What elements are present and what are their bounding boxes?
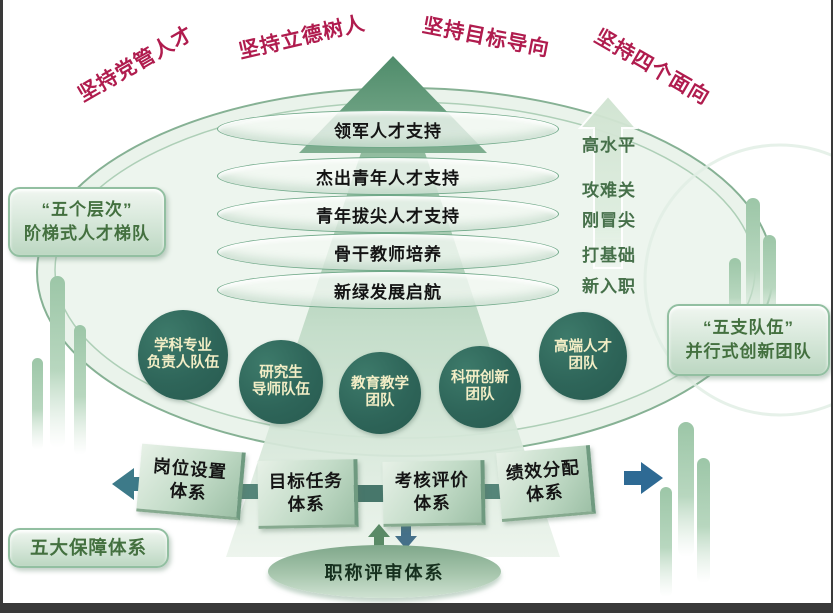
team-5-line1: 高端人才: [554, 338, 612, 355]
system-panel-1: 岗位设置 体系: [136, 443, 246, 521]
stage-word-4: 打基础: [582, 246, 636, 265]
decorative-bar: [660, 487, 672, 597]
team-2-line1: 研究生: [259, 364, 303, 381]
decorative-bar: [50, 276, 65, 448]
system-2-line2: 体系: [287, 493, 325, 514]
panel-connector: [352, 485, 390, 502]
team-3-line1: 教育教学: [351, 375, 409, 392]
team-circle-1: 学科专业 负责人队伍: [138, 310, 228, 400]
five-tiers-line1: “五个层次”: [41, 200, 133, 220]
system-panel-2: 目标任务 体系: [257, 459, 359, 529]
five-teams-line2: 并行式创新团队: [685, 342, 812, 361]
team-circle-5: 高端人才 团队: [539, 312, 627, 400]
team-5-line2: 团队: [568, 356, 598, 372]
decorative-bar: [74, 325, 86, 455]
right-arrow-icon: [624, 462, 663, 494]
title-review-ellipse: 职称评审体系: [268, 545, 501, 598]
team-1-line1: 学科专业: [154, 337, 212, 354]
system-1-line2: 体系: [168, 479, 208, 503]
frame-edge-right: [831, 0, 833, 613]
five-teams-line1: “五支队伍”: [703, 318, 794, 338]
decorative-arc: [643, 143, 833, 417]
five-guarantees-callout: 五大保障体系: [8, 528, 169, 568]
five-tiers-callout: “五个层次” 阶梯式人才梯队: [8, 187, 166, 257]
team-circle-3: 教育教学 团队: [339, 352, 421, 434]
stage-word-2: 攻难关: [582, 181, 636, 200]
decorative-bar: [678, 422, 694, 557]
small-up-arrow-icon: [368, 524, 390, 548]
system-panel-4: 绩效分配 体系: [496, 445, 596, 522]
system-2-line1: 目标任务: [268, 470, 343, 492]
system-4-line2: 体系: [525, 481, 565, 505]
left-arrow-icon: [112, 468, 152, 500]
pyramid-level-2: 杰出青年人才支持: [217, 157, 559, 195]
pyramid-level-4: 骨干教师培养: [217, 233, 559, 271]
system-4-line1: 绩效分配: [505, 457, 581, 484]
team-1-line2: 负责人队伍: [146, 355, 220, 371]
team-4-line2: 团队: [465, 387, 495, 403]
pyramid-level-5: 新绿发展启航: [217, 271, 559, 309]
stage-word-5: 新入职: [582, 277, 636, 296]
team-circle-2: 研究生 导师队伍: [239, 340, 323, 424]
stage-word-1: 高水平: [582, 136, 636, 155]
system-1-line1: 岗位设置: [152, 455, 228, 482]
five-tiers-line2: 阶梯式人才梯队: [24, 224, 150, 243]
system-3-line2: 体系: [413, 492, 451, 514]
team-circle-4: 科研创新 团队: [439, 346, 521, 428]
stage-word-3: 刚冒尖: [582, 211, 636, 230]
system-panel-3: 考核评价 体系: [382, 460, 486, 527]
decorative-bar: [697, 458, 710, 583]
stage-up-arrow-icon: [577, 94, 639, 269]
panel-connector: [236, 484, 264, 499]
team-4-line1: 科研创新: [451, 369, 509, 386]
pyramid-level-3: 青年拔尖人才支持: [217, 195, 559, 233]
system-3-line1: 考核评价: [394, 469, 469, 491]
team-2-line2: 导师队伍: [252, 382, 310, 398]
small-down-arrow-icon: [395, 525, 417, 549]
decorative-bar: [32, 358, 43, 450]
frame-edge-left: [0, 0, 3, 613]
five-guarantees-label: 五大保障体系: [29, 537, 147, 559]
five-teams-callout: “五支队伍” 并行式创新团队: [667, 304, 830, 376]
decorative-bar: [746, 198, 760, 330]
title-review-label: 职称评审体系: [324, 562, 445, 583]
pyramid-level-1: 领军人才支持: [217, 110, 559, 148]
frame-edge-bottom: [0, 603, 833, 613]
team-3-line2: 团队: [365, 393, 395, 409]
